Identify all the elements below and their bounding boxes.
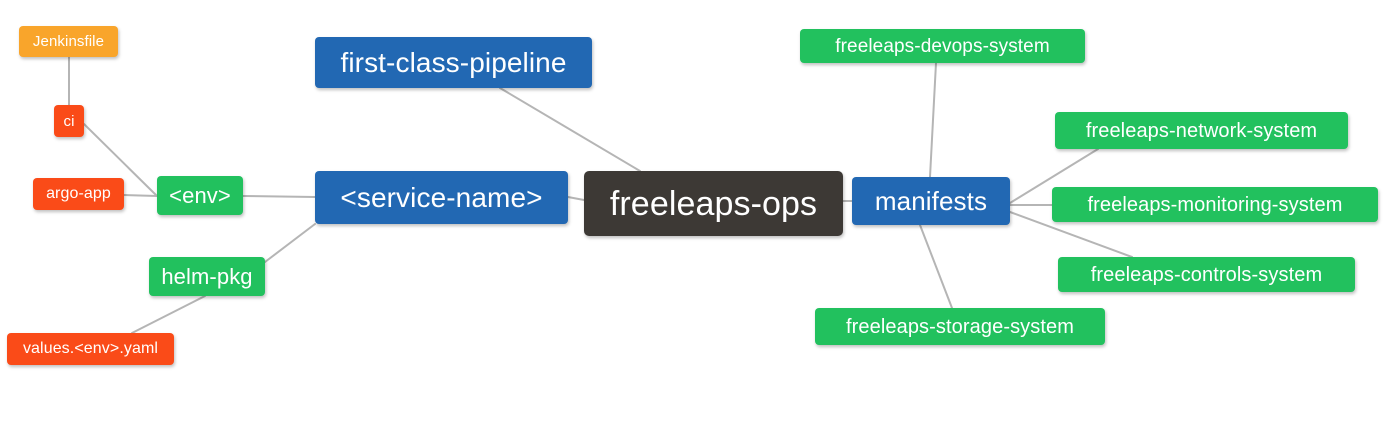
node-freeleaps-storage-system[interactable]: freeleaps-storage-system xyxy=(815,308,1105,345)
node-label: ci xyxy=(63,112,75,130)
node-manifests[interactable]: manifests xyxy=(852,177,1010,225)
node-label: freeleaps-ops xyxy=(609,184,818,223)
node-label: freeleaps-monitoring-system xyxy=(1087,193,1343,216)
node-argo-app[interactable]: argo-app xyxy=(33,178,124,210)
node-label: <service-name> xyxy=(340,181,543,213)
node-service-name[interactable]: <service-name> xyxy=(315,171,568,224)
node-label: freeleaps-devops-system xyxy=(835,35,1050,57)
edge-env-to-service-name xyxy=(242,195,316,198)
node-label: <env> xyxy=(169,182,231,208)
node-freeleaps-network-system[interactable]: freeleaps-network-system xyxy=(1055,112,1348,149)
node-env[interactable]: <env> xyxy=(157,176,243,215)
node-label: argo-app xyxy=(46,185,111,202)
node-label: first-class-pipeline xyxy=(340,46,567,78)
node-ci[interactable]: ci xyxy=(54,105,84,137)
node-label: freeleaps-storage-system xyxy=(845,315,1075,338)
node-freeleaps-monitoring-system[interactable]: freeleaps-monitoring-system xyxy=(1052,187,1378,222)
node-helm-pkg[interactable]: helm-pkg xyxy=(149,257,265,296)
node-label: manifests xyxy=(874,186,988,216)
node-first-class-pipeline[interactable]: first-class-pipeline xyxy=(315,37,592,88)
node-label: freeleaps-network-system xyxy=(1085,119,1318,142)
node-label: values.<env>.yaml xyxy=(22,340,159,357)
node-label: freeleaps-controls-system xyxy=(1090,263,1323,286)
node-label: Jenkinsfile xyxy=(32,33,105,50)
node-jenkinsfile[interactable]: Jenkinsfile xyxy=(19,26,118,57)
edge-service-name-to-helm-pkg xyxy=(264,223,316,263)
edge-argo-app-to-env xyxy=(123,194,158,197)
node-freeleaps-controls-system[interactable]: freeleaps-controls-system xyxy=(1058,257,1355,292)
edge-helm-pkg-to-values-yaml xyxy=(131,295,206,334)
edge-service-name-to-freeleaps-ops xyxy=(567,196,585,201)
node-freeleaps-ops[interactable]: freeleaps-ops xyxy=(584,171,843,236)
edge-manifests-to-freeleaps-devops-system xyxy=(929,62,937,178)
node-freeleaps-devops-system[interactable]: freeleaps-devops-system xyxy=(800,29,1085,63)
node-label: helm-pkg xyxy=(161,263,253,289)
node-values-yaml[interactable]: values.<env>.yaml xyxy=(7,333,174,365)
edge-first-class-pipeline-to-freeleaps-ops xyxy=(499,87,641,172)
edge-manifests-to-freeleaps-storage-system xyxy=(919,224,953,309)
